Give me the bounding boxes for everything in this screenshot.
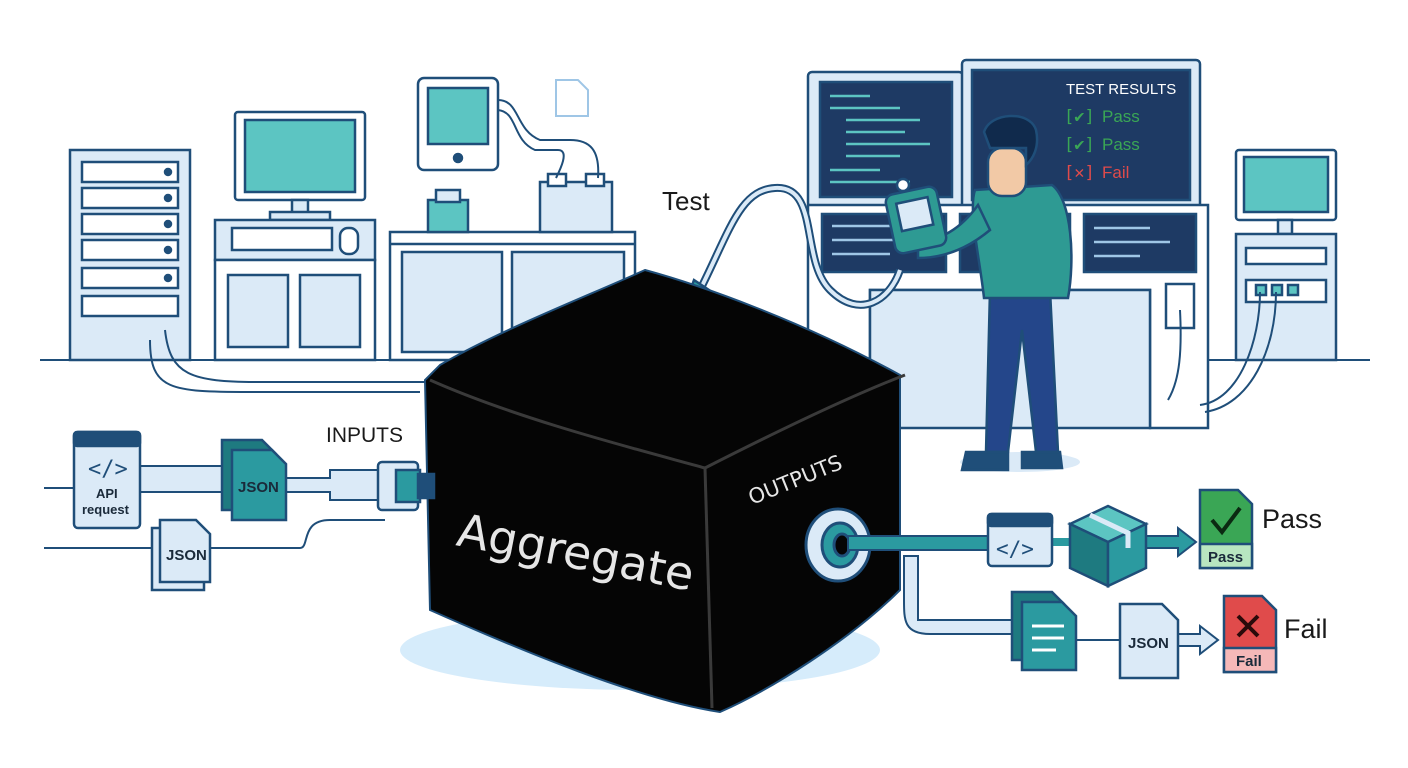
pass-badge-label: Pass bbox=[1208, 549, 1243, 566]
api-request-line1: API bbox=[96, 486, 118, 501]
desktop-computer-icon bbox=[213, 110, 377, 362]
api-request-line2: request bbox=[82, 502, 130, 517]
handheld-scanner-icon bbox=[884, 177, 948, 255]
document-stack-icon bbox=[1010, 590, 1078, 672]
result-mark-2: [✔] bbox=[1064, 135, 1095, 155]
output-json-file-icon bbox=[1118, 602, 1180, 680]
probe-cable bbox=[698, 185, 902, 307]
fail-badge-icon bbox=[1222, 594, 1278, 674]
result-text-1: Pass bbox=[1102, 107, 1140, 126]
pass-label: Pass bbox=[1262, 504, 1322, 534]
test-results-title: TEST RESULTS bbox=[1066, 81, 1176, 98]
code-window-icon bbox=[72, 430, 142, 530]
json-label-teal: JSON bbox=[238, 479, 279, 496]
pass-badge-icon bbox=[1198, 488, 1254, 570]
fail-label: Fail bbox=[1284, 614, 1328, 644]
fail-badge-label: Fail bbox=[1236, 653, 1262, 670]
aggregate-cube bbox=[423, 268, 906, 714]
json-label-light: JSON bbox=[166, 547, 207, 564]
right-computer-icon bbox=[1234, 148, 1338, 362]
output-port-icon bbox=[804, 507, 872, 583]
package-box-icon bbox=[1067, 504, 1149, 588]
output-pipes bbox=[847, 525, 1220, 657]
result-mark-1: [✔] bbox=[1064, 107, 1095, 127]
api-code-glyph: </> bbox=[88, 457, 128, 482]
tablet-icon bbox=[416, 76, 500, 172]
document-icon bbox=[555, 79, 589, 117]
json-file-light-icon bbox=[150, 518, 212, 592]
server-tower-icon bbox=[68, 148, 192, 362]
floor-cables bbox=[149, 329, 425, 393]
result-text-2: Pass bbox=[1102, 135, 1140, 154]
json-file-icon bbox=[220, 438, 288, 522]
right-cables bbox=[1167, 291, 1277, 413]
output-json-label: JSON bbox=[1128, 635, 1169, 652]
inputs-label: INPUTS bbox=[326, 424, 403, 447]
output-code-glyph: </> bbox=[996, 537, 1034, 561]
result-text-3: Fail bbox=[1102, 163, 1129, 182]
test-label: Test bbox=[662, 186, 710, 216]
output-code-window-icon bbox=[986, 512, 1054, 568]
tablet-cables bbox=[497, 99, 600, 179]
result-mark-3: [✕] bbox=[1064, 163, 1095, 183]
input-connector-icon bbox=[376, 460, 436, 512]
